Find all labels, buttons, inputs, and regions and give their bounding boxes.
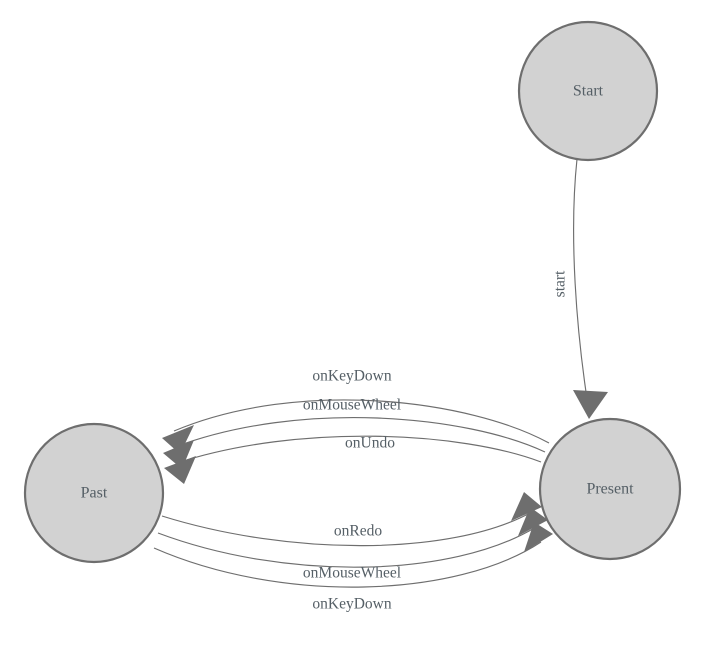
edge-present-to-past-onundo[interactable]: onUndo	[164, 435, 542, 484]
edge-past-to-present-onkeydown[interactable]: onKeyDown	[153, 522, 553, 613]
node-start-circle	[517, 20, 659, 162]
edge-past-to-present-onredo[interactable]: onRedo	[161, 492, 542, 547]
node-past-circle	[23, 422, 165, 564]
edge-label-onmousewheel-bottom: onMouseWheel	[303, 565, 401, 582]
edge-past-to-present-onmousewheel-path	[157, 526, 537, 568]
edge-start-to-present-path	[573, 158, 590, 413]
node-past-label: Past	[81, 485, 108, 502]
edge-present-to-past-onmousewheel-path	[174, 416, 546, 453]
edge-present-to-past-onkeydown[interactable]: onKeyDown	[162, 368, 550, 454]
arrowhead-into-past-2	[163, 440, 194, 469]
node-present-circle	[538, 417, 682, 561]
edge-label-onmousewheel-top: onMouseWheel	[303, 397, 401, 414]
arrowhead-into-present-1	[511, 492, 542, 521]
edge-label-onkeydown-top: onKeyDown	[312, 368, 391, 385]
arrowhead-into-present-top	[573, 390, 608, 419]
edge-start-to-present[interactable]: start	[552, 158, 608, 419]
node-present[interactable]: Present	[538, 417, 682, 561]
edge-past-to-present-onkeydown-path	[153, 541, 542, 588]
node-present-label: Present	[586, 481, 634, 498]
edge-present-to-past-onundo-path	[176, 435, 542, 464]
edge-present-to-past-onmousewheel[interactable]: onMouseWheel	[163, 397, 546, 469]
edge-past-to-present-onmousewheel[interactable]: onMouseWheel	[157, 507, 548, 582]
node-start-label: Start	[573, 83, 604, 100]
edge-label-onkeydown-bottom: onKeyDown	[312, 596, 391, 613]
edge-label-onundo: onUndo	[345, 435, 395, 452]
edge-past-to-present-onredo-path	[161, 512, 531, 547]
arrowhead-into-present-3	[524, 522, 553, 552]
node-start[interactable]: Start	[517, 20, 659, 162]
edge-label-start: start	[552, 270, 569, 297]
edge-label-onredo: onRedo	[334, 523, 382, 540]
arrowhead-into-past-1	[162, 425, 194, 454]
arrowhead-into-present-2	[518, 507, 548, 536]
edge-present-to-past-onkeydown-path	[173, 399, 550, 444]
node-past[interactable]: Past	[23, 422, 165, 564]
arrowhead-into-past-3	[164, 456, 196, 484]
